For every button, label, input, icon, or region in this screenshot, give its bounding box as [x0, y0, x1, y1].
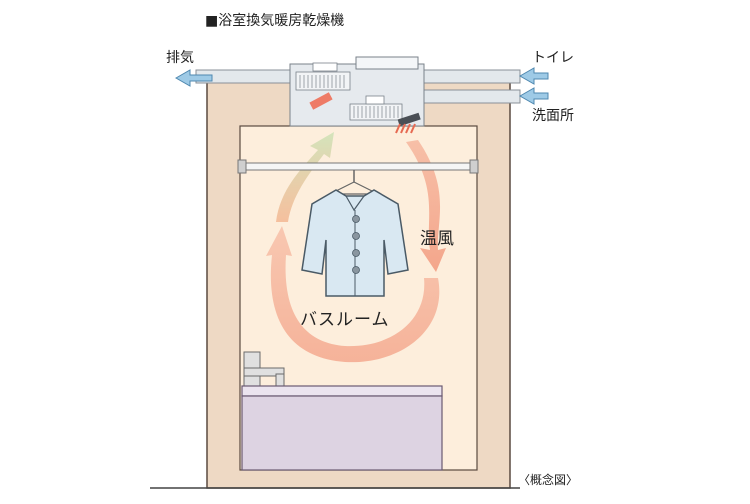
faucet-icon — [243, 351, 285, 387]
exhaust-arrow — [174, 69, 213, 87]
toilet-label: トイレ — [532, 50, 574, 66]
bathroom-label: バスルーム — [300, 310, 390, 330]
hanging-rod — [237, 159, 479, 174]
washroom-arrow — [518, 87, 549, 105]
washroom-duct — [419, 89, 521, 104]
bathtub — [241, 385, 443, 471]
washroom-label: 洗面所 — [532, 108, 574, 124]
shirt-icon — [301, 170, 409, 297]
concept-label: 〈概念図〉 — [518, 473, 579, 487]
diagram-title: ■浴室換気暖房乾燥機 — [205, 13, 345, 29]
toilet-duct — [419, 69, 521, 84]
return-air-flow — [276, 132, 334, 222]
exhaust-label: 排気 — [166, 50, 194, 66]
warm-air-label: 温風 — [420, 229, 454, 249]
toilet-arrow — [518, 67, 549, 85]
dryer-unit — [289, 56, 425, 134]
warm-air-flow — [266, 140, 446, 363]
